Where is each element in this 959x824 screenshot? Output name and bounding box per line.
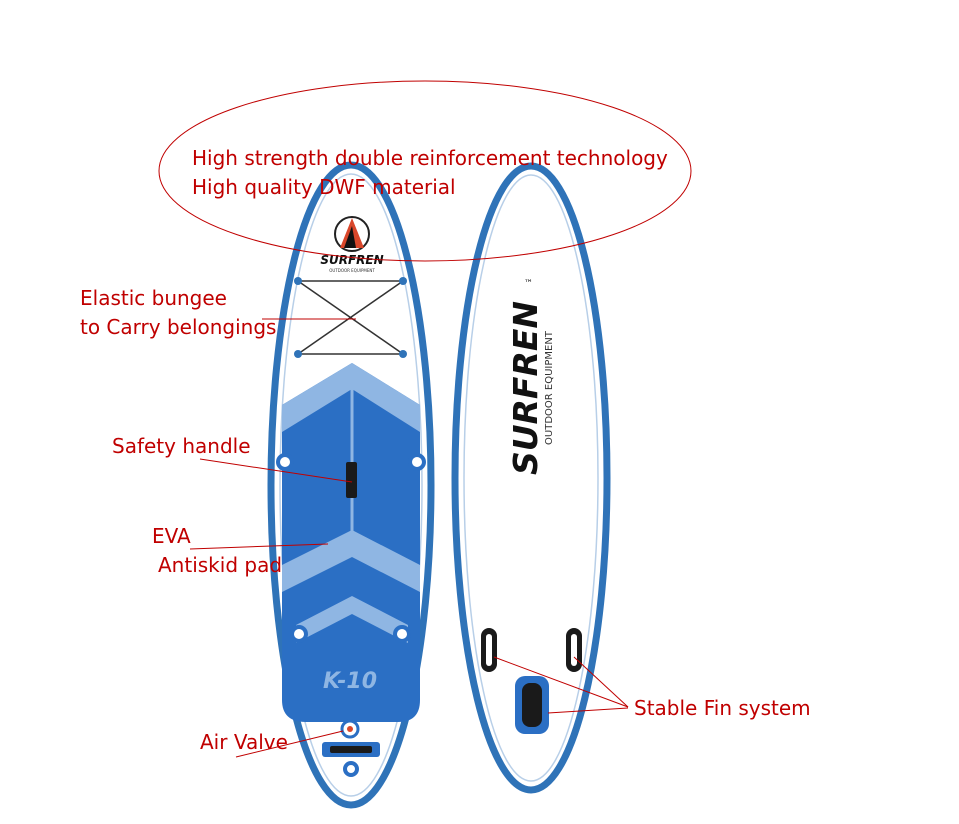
bungee-cord xyxy=(294,277,407,358)
callout-air-valve: Air Valve xyxy=(200,730,288,754)
callout-antiskid: Antiskid pad xyxy=(158,553,283,577)
bottom-board: SURFREN OUTDOOR EQUIPMENT ™ xyxy=(451,162,611,794)
deck-brand-name: SURFREN xyxy=(320,253,383,267)
callout-safety-handle: Safety handle xyxy=(112,434,251,458)
callout-bungee-purpose: to Carry belongings xyxy=(80,315,277,339)
callout-fin-system: Stable Fin system xyxy=(634,696,811,720)
callout-reinforcement: High strength double reinforcement techn… xyxy=(192,146,668,170)
carry-handle-icon xyxy=(346,462,357,498)
trademark-symbol: ™ xyxy=(524,279,533,289)
callout-bungee: Elastic bungee xyxy=(80,286,227,310)
deck-brand-tagline: OUTDOOR EQUIPMENT xyxy=(329,268,375,273)
annotation-lines xyxy=(158,80,692,758)
model-name: K-10 xyxy=(323,669,377,694)
bottom-brand-name: SURFREN xyxy=(506,301,545,475)
deck-board: SURFREN OUTDOOR EQUIPMENT K-10 xyxy=(267,161,435,809)
eva-deck-pad: K-10 xyxy=(282,363,420,722)
brand-logo-icon xyxy=(334,216,370,252)
bottom-brand-tagline: OUTDOOR EQUIPMENT xyxy=(544,330,555,445)
d-ring-icon xyxy=(276,453,426,777)
air-valve-icon xyxy=(340,719,360,739)
deck-board-inner-rail xyxy=(279,173,423,797)
callout-material: High quality DWF material xyxy=(192,175,456,199)
callout-eva: EVA xyxy=(152,524,191,548)
